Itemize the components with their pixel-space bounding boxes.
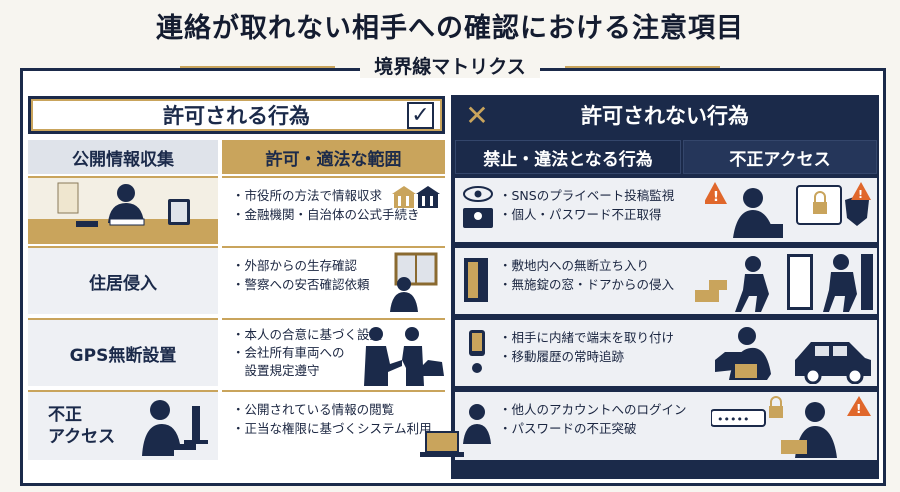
row1-gold-rule xyxy=(28,240,218,244)
allowed-item: ・金融機関・自治体の公式手続き xyxy=(232,207,420,222)
svg-text:!: ! xyxy=(713,190,719,205)
eye-monitor-icon xyxy=(463,186,493,228)
allowed-col1-header: 公開情報収集 xyxy=(28,140,218,174)
x-mark-icon: ✕ xyxy=(465,98,489,132)
handshake-car-icon xyxy=(364,327,444,386)
user-account-icon xyxy=(463,404,491,444)
forbidden-item: ・個人・パスワード不正取得 xyxy=(499,207,662,222)
allowed-row4: ・公開されている情報の閲覧 ・正当な権限に基づくシステム利用 xyxy=(222,390,445,460)
allowed-item: ・公開されている情報の閲覧 xyxy=(232,402,395,417)
phone-tracker-icon xyxy=(469,330,485,373)
row2-label: 住居侵入 xyxy=(28,246,218,314)
row4-label-text: 不正 アクセス xyxy=(48,405,116,447)
forbidden-col2-header: 不正アクセス xyxy=(683,140,877,174)
subtitle-rule-right xyxy=(565,66,720,68)
forbidden-item: ・無施錠の窓・ドアからの侵入 xyxy=(499,277,675,292)
forbidden-item: ・SNSのプライベート投稿監視 xyxy=(499,188,675,203)
allowed-item: 設置規定遵守 xyxy=(232,363,320,378)
allowed-item: ・本人の合意に基づく設置 xyxy=(232,327,383,342)
allowed-item: ・正当な権限に基づくシステム利用 xyxy=(232,421,432,436)
allowed-item: ・外部からの生存確認 xyxy=(232,258,358,273)
forbidden-row2: ・敷地内への無断立ち入り ・無施錠の窓・ドアからの侵入 xyxy=(455,246,877,314)
allowed-item: ・市役所の方法で情報収求 xyxy=(232,188,383,203)
page-title: 連絡が取れない相手への確認における注意項目 xyxy=(156,13,744,44)
row3-label: GPS無断設置 xyxy=(28,318,218,386)
forbidden-item: ・相手に内緒で端末を取り付け xyxy=(499,330,675,345)
forbidden-header: 許可されない行為 xyxy=(453,96,877,134)
window-officer-icon xyxy=(390,252,438,312)
password-hacker-icon: ••••• ! xyxy=(711,396,871,458)
row1-illustration xyxy=(28,176,218,242)
svg-text:!: ! xyxy=(858,188,863,201)
forbidden-item: ・他人のアカウントへのログイン xyxy=(499,402,687,417)
allowed-col2-header: 許可・適法な範囲 xyxy=(222,140,445,174)
checkbox-check-icon: ✓ xyxy=(407,102,434,129)
hacker-laptop-icon: ! ! xyxy=(705,182,871,238)
forbidden-row1: ・SNSのプライベート投稿監視 ・個人・パスワード不正取得 ! ! xyxy=(455,176,877,242)
bank-building-icon xyxy=(392,186,440,208)
person-reading-icon xyxy=(28,182,218,241)
svg-text:!: ! xyxy=(856,402,861,416)
forbidden-row4: ・他人のアカウントへのログイン ・パスワードの不正突破 ••••• ! xyxy=(455,390,877,460)
allowed-row1: ・市役所の方法で情報収求 ・金融機関・自治体の公式手続き xyxy=(222,176,445,242)
page-subtitle: 境界線マトリクス xyxy=(0,52,900,79)
allowed-row2: ・外部からの生存確認 ・警察への安否確認依頼 xyxy=(222,246,445,314)
gps-car-icon xyxy=(715,327,871,384)
allowed-header: 許可される行為 xyxy=(28,96,445,134)
intruder-door-icon xyxy=(695,254,873,312)
allowed-row3: ・本人の合意に基づく設置 ・会社所有車両への 設置規定遵守 xyxy=(222,318,445,386)
forbidden-row3: ・相手に内緒で端末を取り付け ・移動履歴の常時追跡 xyxy=(455,318,877,386)
forbidden-item: ・パスワードの不正突破 xyxy=(499,421,637,436)
forbidden-item: ・敷地内への無断立ち入り xyxy=(499,258,650,273)
allowed-item: ・警察への安否確認依頼 xyxy=(232,277,370,292)
allowed-item: ・会社所有車両への xyxy=(232,345,345,360)
door-icon xyxy=(464,258,488,302)
forbidden-item: ・移動履歴の常時追跡 xyxy=(499,349,625,364)
forbidden-col1-header: 禁止・違法となる行為 xyxy=(455,140,681,174)
subtitle-rule-left xyxy=(180,66,335,68)
desk-computer-icon xyxy=(142,400,208,456)
svg-text:•••••: ••••• xyxy=(717,413,749,426)
laptop-icon xyxy=(420,431,464,457)
